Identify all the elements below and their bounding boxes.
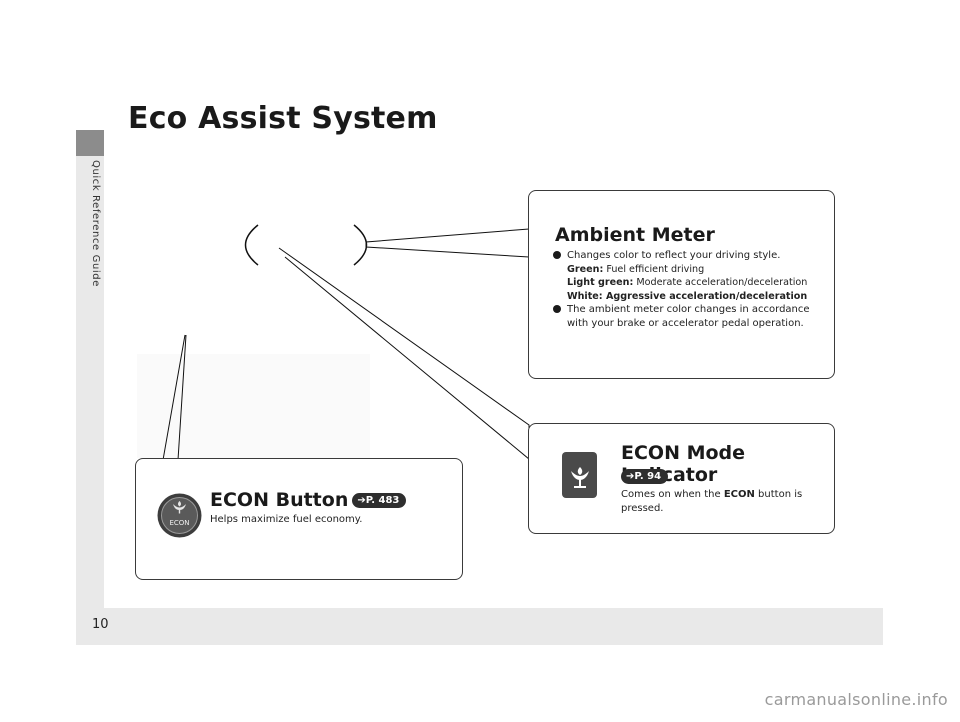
econ-indicator-desc-after: button is pressed. — [621, 489, 803, 514]
econ-button-icon: ECON — [157, 493, 202, 538]
ambient-ring-right-arc — [353, 224, 368, 266]
econ-leaf-icon — [570, 467, 589, 488]
econ-indicator-icon — [562, 452, 597, 498]
lightgreen-row: Light green: Moderate acceleration/decel… — [567, 276, 829, 290]
white-row: White: Aggressive acceleration/decelerat… — [567, 290, 829, 304]
list-item: The ambient meter color changes in accor… — [553, 303, 829, 330]
side-section-label: Quick Reference Guide — [90, 160, 101, 287]
econ-indicator-description: Comes on when the ECON button is pressed… — [621, 488, 826, 516]
list-item: Changes color to reflect your driving st… — [553, 249, 829, 303]
ref-arrow-icon: ➔ — [357, 495, 366, 506]
indicator-leader-line — [278, 247, 530, 461]
white-text: Aggressive acceleration/deceleration — [605, 290, 808, 302]
econ-button-page-ref[interactable]: ➔P. 483 — [352, 493, 407, 508]
section-tab — [76, 130, 104, 156]
page-title: Eco Assist System — [128, 101, 438, 136]
econ-indicator-desc-bold: ECON — [723, 489, 755, 500]
econ-button-callout: ECON ECON Button➔P. 483 Helps maximize f… — [135, 458, 463, 580]
econ-button-description: Helps maximize fuel economy. — [210, 514, 363, 525]
econ-indicator-callout: ECON Mode Indicator ➔P. 94 Comes on when… — [528, 423, 835, 534]
ambient-meter-callout: Ambient Meter Changes color to reflect y… — [528, 190, 835, 379]
econ-indicator-ref-text: P. 94 — [634, 471, 662, 482]
lightgreen-label: Light green: — [567, 277, 634, 288]
white-label: White: — [567, 290, 603, 302]
ambient-ring-left-arc — [244, 224, 259, 266]
bullet-icon — [553, 305, 561, 313]
dashboard-image-area — [137, 354, 370, 458]
ambient-leader-line — [365, 228, 530, 258]
green-label: Green: — [567, 263, 604, 275]
bullet-icon — [553, 251, 561, 259]
econ-indicator-desc-before: Comes on when the — [621, 489, 721, 500]
lightgreen-text: Moderate acceleration/deceleration — [636, 277, 808, 288]
ambient-bullet-2: The ambient meter color changes in accor… — [567, 304, 810, 329]
green-row: Green: Fuel efficient driving — [567, 263, 829, 277]
ambient-bullet-1: Changes color to reflect your driving st… — [567, 250, 781, 261]
page-number: 10 — [92, 617, 109, 632]
econ-button-ref-text: P. 483 — [365, 495, 400, 506]
econ-button-heading: ECON Button➔P. 483 — [210, 489, 407, 511]
econ-indicator-page-ref[interactable]: ➔P. 94 — [621, 469, 669, 484]
econ-knob-label: ECON — [169, 519, 189, 527]
econ-button-heading-text: ECON Button — [210, 489, 349, 511]
ambient-meter-list: Changes color to reflect your driving st… — [553, 249, 829, 330]
button-leader-line — [162, 334, 187, 461]
watermark: carmanualsonline.info — [764, 690, 948, 709]
green-text: Fuel efficient driving — [606, 263, 705, 275]
ref-arrow-icon: ➔ — [626, 471, 635, 482]
ambient-meter-heading: Ambient Meter — [555, 224, 715, 246]
